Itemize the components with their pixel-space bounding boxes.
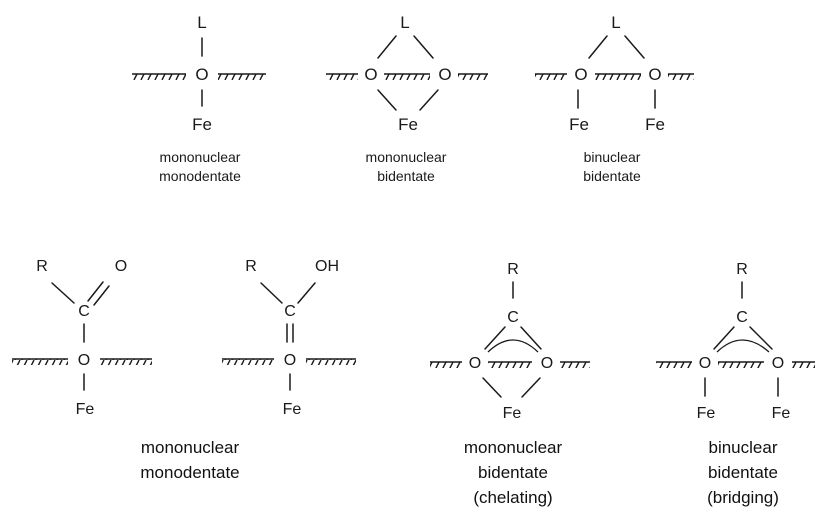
caption-line: monodentate — [140, 463, 239, 482]
oxygen-atom: O — [574, 65, 587, 84]
surface — [535, 73, 694, 80]
caption-bottom-monodentate: mononuclear monodentate — [140, 438, 239, 482]
top-structure-mononuclear-monodentate: L O Fe mononuclear monodentate — [132, 13, 266, 184]
surface-left — [132, 73, 186, 80]
surface — [656, 361, 815, 368]
bottom-structure-bridging: R C O O Fe Fe binuclear bidentate (bridg… — [656, 261, 815, 507]
oxygen-atom: O — [78, 352, 90, 369]
bottom-structure-chelating: R C O O Fe mononuclear bidentate (chelat… — [430, 261, 590, 507]
surface — [326, 73, 488, 80]
ligand-atom: L — [400, 13, 409, 32]
iron-atom: Fe — [283, 401, 302, 418]
surface — [12, 358, 152, 365]
caption-line: bidentate — [708, 463, 778, 482]
hydroxyl-group: OH — [315, 258, 339, 275]
caption-line: mononuclear — [366, 149, 447, 165]
bottom-structure-carboxylate-monodentate: R O C O Fe — [12, 258, 152, 418]
bond — [713, 326, 735, 350]
carbon-atom: C — [78, 303, 90, 320]
bond — [377, 35, 397, 59]
ligand-atom: L — [611, 13, 620, 32]
r-group-atom: R — [507, 261, 519, 278]
bond — [260, 282, 283, 304]
iron-atom: Fe — [398, 115, 418, 134]
carbon-atom: C — [284, 303, 296, 320]
oxygen-atom: O — [364, 65, 377, 84]
bond — [482, 377, 502, 398]
carbon-atom: C — [736, 309, 748, 326]
oxygen-atom: O — [648, 65, 661, 84]
oxygen-atom: O — [469, 355, 481, 372]
double-bond — [87, 281, 110, 306]
iron-atom: Fe — [697, 405, 716, 422]
bond — [749, 326, 773, 350]
caption-line: (bridging) — [707, 488, 779, 507]
bond — [484, 326, 506, 350]
caption-line: mononuclear — [464, 438, 563, 457]
iron-atom: Fe — [772, 405, 791, 422]
oxygen-atom: O — [115, 258, 127, 275]
caption-line: mononuclear — [141, 438, 240, 457]
bond — [419, 89, 439, 111]
caption-line: mononuclear — [160, 149, 241, 165]
surface — [430, 361, 590, 368]
caption-line: bidentate — [377, 168, 435, 184]
resonance-arc — [716, 339, 770, 353]
top-structure-binuclear-bidentate: L O O Fe Fe binuclear bidentate — [535, 13, 694, 184]
iron-atom: Fe — [569, 115, 589, 134]
oxygen-atom: O — [772, 355, 784, 372]
r-group-atom: R — [736, 261, 748, 278]
bond — [521, 377, 541, 398]
oxygen-atom: O — [541, 355, 553, 372]
oxygen-atom: O — [284, 352, 296, 369]
bond — [377, 89, 397, 111]
oxygen-atom: O — [699, 355, 711, 372]
surface-right — [218, 73, 266, 80]
ligand-atom: L — [197, 13, 206, 32]
caption-line: binuclear — [584, 149, 641, 165]
iron-atom: Fe — [76, 401, 95, 418]
caption-line: binuclear — [709, 438, 778, 457]
bond — [520, 326, 542, 350]
carbon-atom: C — [507, 309, 519, 326]
oxygen-atom: O — [438, 65, 451, 84]
double-bond — [286, 323, 294, 343]
caption-line: bidentate — [478, 463, 548, 482]
iron-atom: Fe — [645, 115, 665, 134]
bond — [51, 282, 75, 304]
r-group-atom: R — [36, 258, 48, 275]
bottom-structure-hydroxyl-monodentate: R OH C O Fe — [222, 258, 356, 418]
caption-line: bidentate — [583, 168, 641, 184]
top-structure-mononuclear-bidentate: L O O Fe mononuclear bidentate — [326, 13, 488, 184]
surface — [222, 358, 356, 365]
caption-line: monodentate — [159, 168, 241, 184]
bond — [413, 35, 434, 59]
iron-atom: Fe — [503, 405, 522, 422]
bond — [588, 35, 608, 59]
caption-line: (chelating) — [473, 488, 552, 507]
oxygen-atom: O — [195, 65, 208, 84]
bond — [297, 282, 316, 304]
resonance-arc — [487, 339, 539, 353]
bond — [624, 35, 645, 59]
iron-atom: Fe — [192, 115, 212, 134]
r-group-atom: R — [245, 258, 257, 275]
